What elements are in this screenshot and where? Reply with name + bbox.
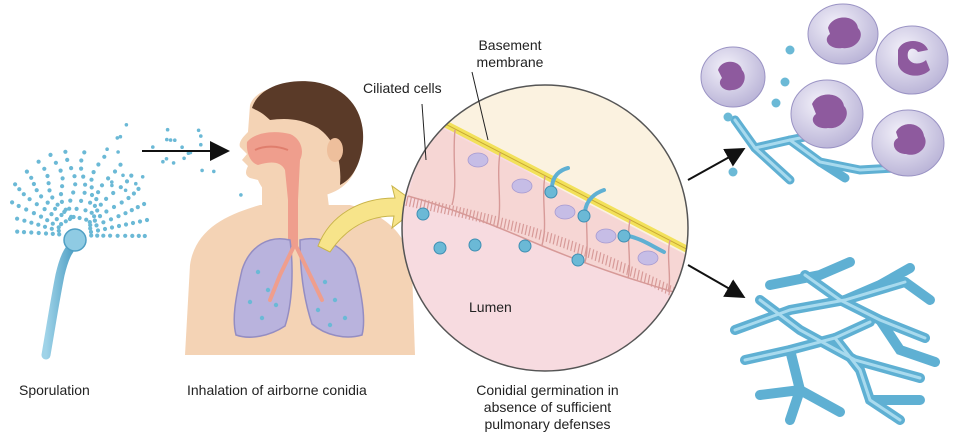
ciliated-cells-label: Ciliated cells [363, 80, 442, 97]
airborne-conidia [105, 123, 245, 197]
basement-membrane-label-line1: Basement [455, 37, 565, 54]
germination-label-line2: absence of sufficient [455, 399, 640, 416]
germination-label-line1: Conidial germination in [455, 382, 640, 399]
neutrophil-icon [701, 4, 948, 176]
human-head-icon [185, 81, 415, 355]
lumen-label: Lumen [469, 299, 512, 316]
inhalation-label: Inhalation of airborne conidia [187, 382, 367, 399]
arrow-to-hyphae [688, 265, 742, 296]
conidiophore-icon [10, 150, 149, 355]
germination-label-line3: pulmonary defenses [455, 416, 640, 433]
germination-label: Conidial germination in absence of suffi… [455, 382, 640, 433]
basement-membrane-label: Basement membrane [455, 37, 565, 71]
sporulation-label: Sporulation [19, 382, 90, 399]
hyphae-icon [735, 262, 935, 420]
magnified-airway-view [400, 84, 700, 384]
basement-membrane-label-line2: membrane [455, 54, 565, 71]
